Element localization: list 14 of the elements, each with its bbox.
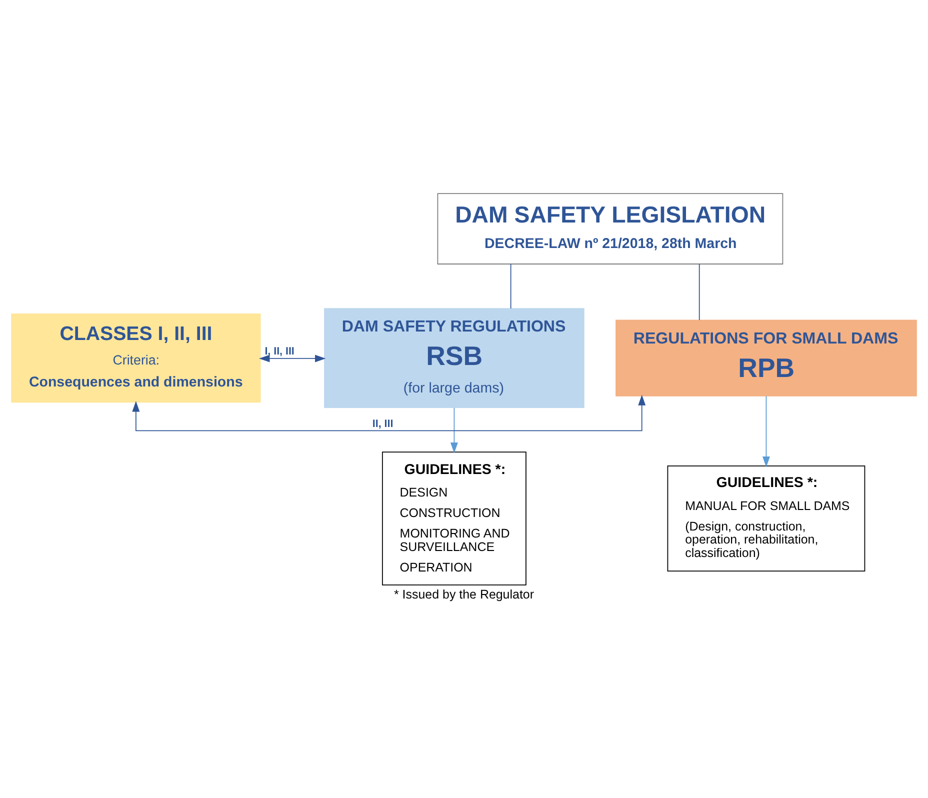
node-box: GUIDELINES *: MANUAL FOR SMALL DAMS (Design, construction, operation, rehabilitation, classification) [667,464,866,572]
edge-label: II, III [372,417,394,430]
node-box: GUIDELINES *: DESIGN CONSTRUCTION MONITORING AND SURVEILLANCE OPERATION [382,451,526,585]
node-box: REGULATIONS FOR SMALL DAMS RPB [616,319,917,396]
arrow [450,407,458,453]
connector [698,263,700,320]
node-box: DAM SAFETY LEGISLATION DECREE-LAW nº 21/2018, 28th March [437,192,784,264]
arrow [132,394,646,431]
connector [510,263,512,308]
node-box: CLASSES I, II, III Criteria: Consequences and dimensions [11,312,261,402]
caption: * Issued by the Regulator [394,586,534,601]
arrow [762,395,770,467]
node-box: DAM SAFETY REGULATIONS RSB (for large dams) [324,308,584,408]
arrow [259,354,326,362]
